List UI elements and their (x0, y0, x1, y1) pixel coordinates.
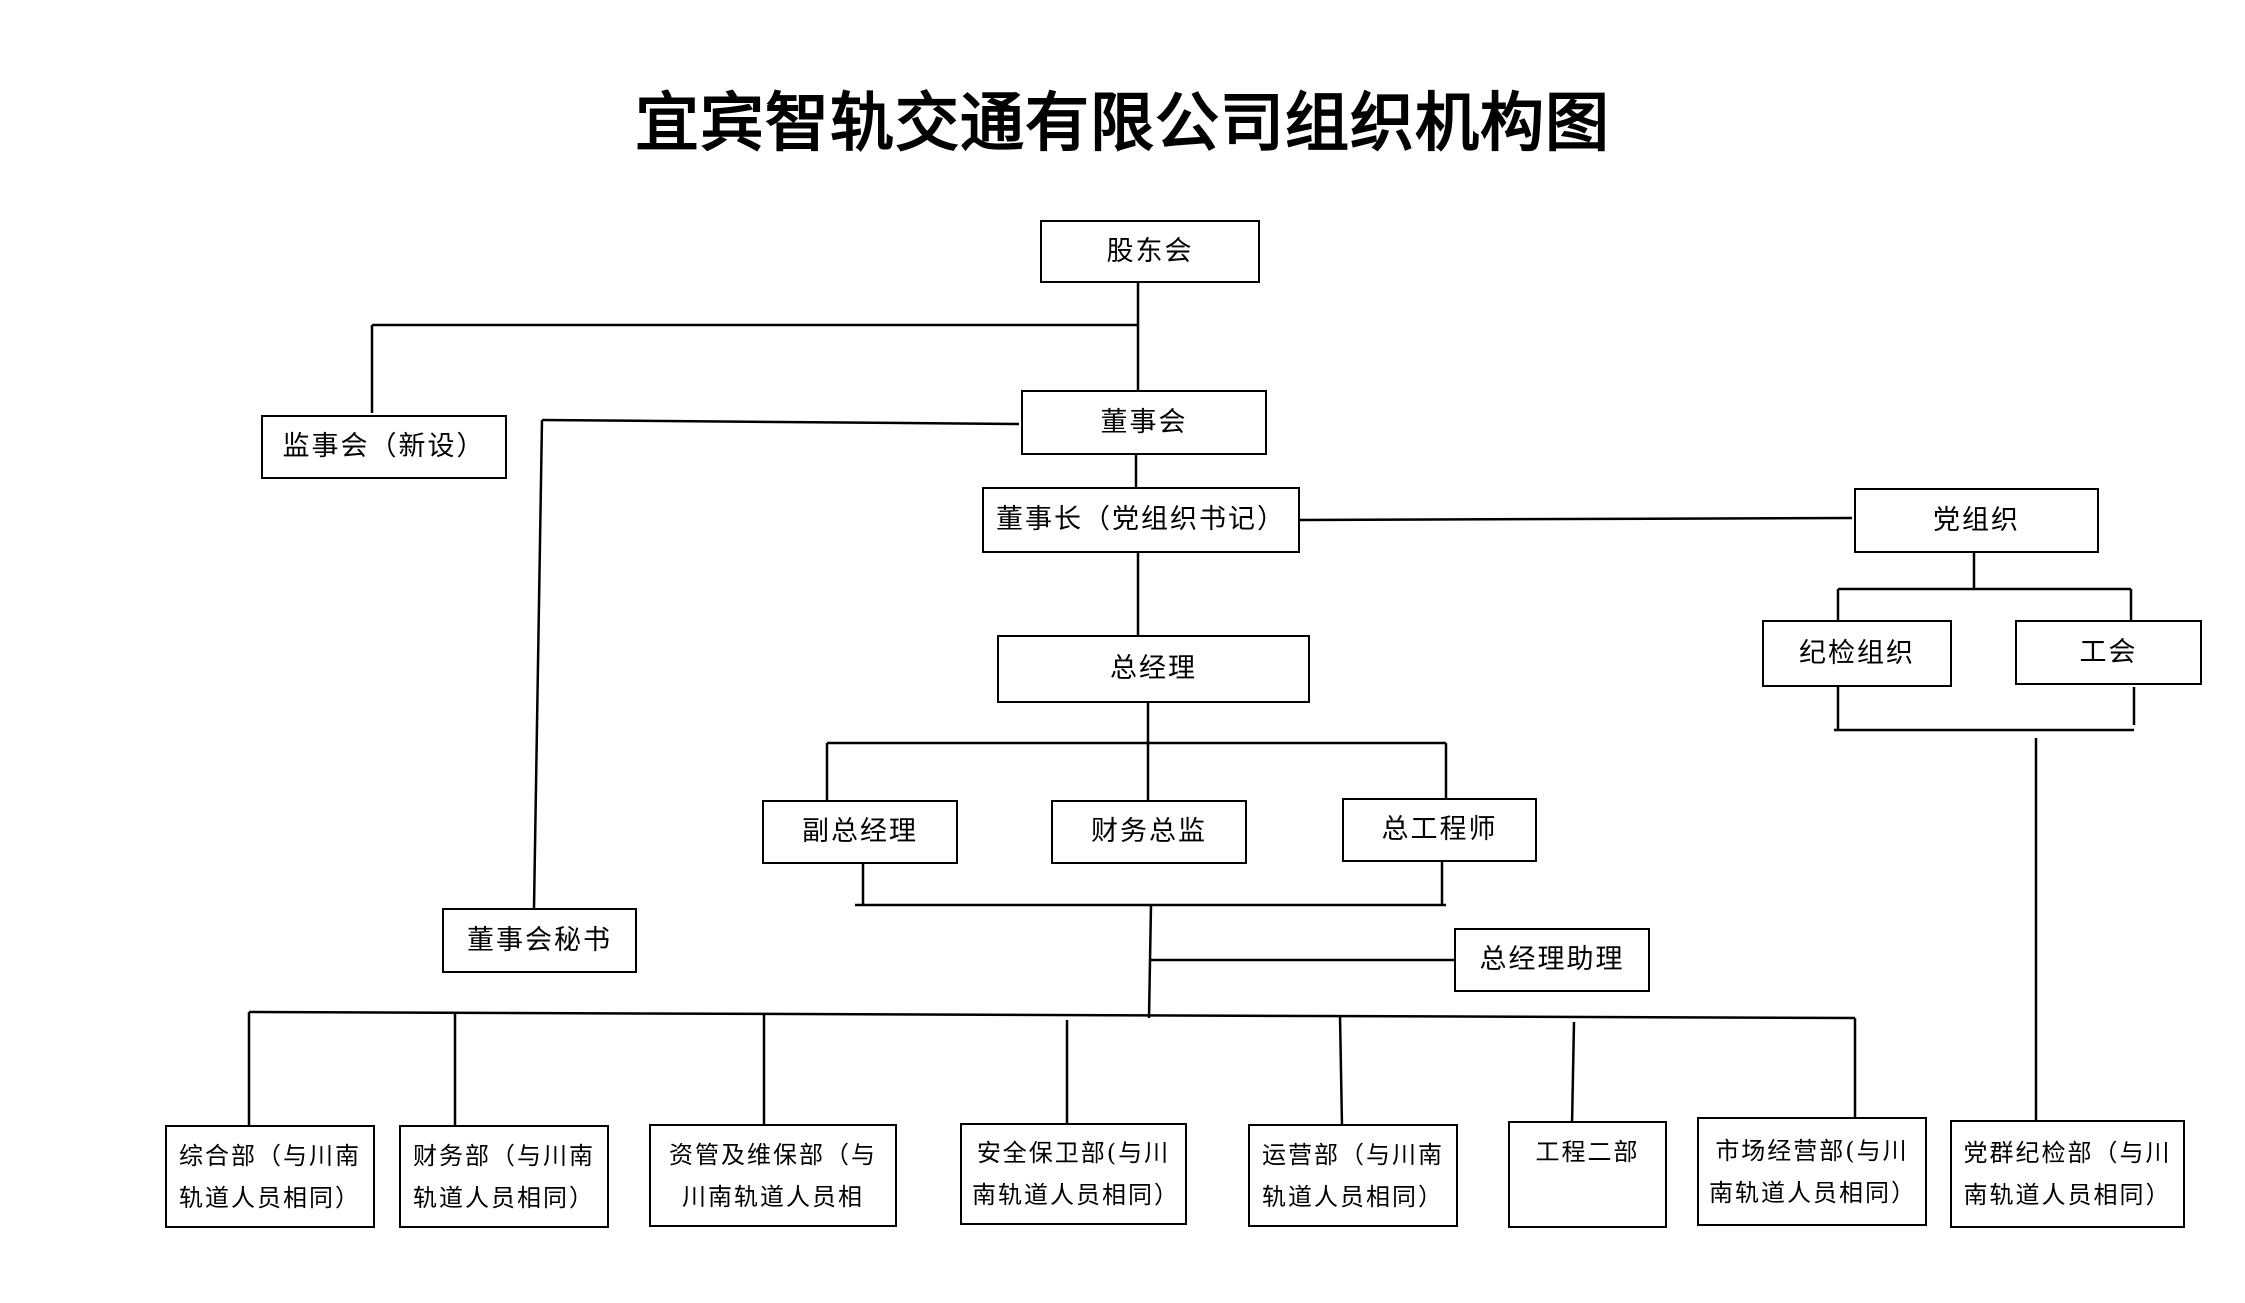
department-box-general-affairs: 综合部（与川南轨道人员相同） (165, 1125, 375, 1228)
department-box-party-discipline: 党群纪检部（与川南轨道人员相同） (1950, 1120, 2185, 1228)
cfo-box: 财务总监 (1051, 800, 1247, 864)
department-box-finance: 财务部（与川南轨道人员相同） (399, 1125, 609, 1228)
discipline-box: 纪检组织 (1762, 620, 1952, 687)
department-box-market-operations: 市场经营部(与川南轨道人员相同） (1697, 1117, 1927, 1226)
general-manager-box: 总经理 (997, 635, 1310, 703)
department-box-security: 安全保卫部(与川南轨道人员相同） (960, 1123, 1187, 1225)
board-secretary-box: 董事会秘书 (442, 908, 637, 973)
department-box-engineering-2: 工程二部 (1508, 1121, 1667, 1228)
chairman-box: 董事长（党组织书记） (982, 487, 1300, 553)
department-box-operations: 运营部（与川南轨道人员相同） (1248, 1124, 1458, 1227)
party-org-box: 党组织 (1854, 488, 2099, 553)
board-box: 董事会 (1021, 390, 1267, 455)
union-box: 工会 (2015, 620, 2202, 685)
chief-engineer-box: 总工程师 (1342, 798, 1537, 862)
deputy-gm-box: 副总经理 (762, 800, 958, 864)
supervisors-box: 监事会（新设） (261, 415, 507, 479)
department-box-asset-maintenance: 资管及维保部（与川南轨道人员相 (649, 1124, 897, 1227)
gm-assistant-box: 总经理助理 (1454, 928, 1650, 992)
chart-title: 宜宾智轨交通有限公司组织机构图 (635, 87, 1610, 161)
shareholders-box: 股东会 (1040, 220, 1260, 283)
